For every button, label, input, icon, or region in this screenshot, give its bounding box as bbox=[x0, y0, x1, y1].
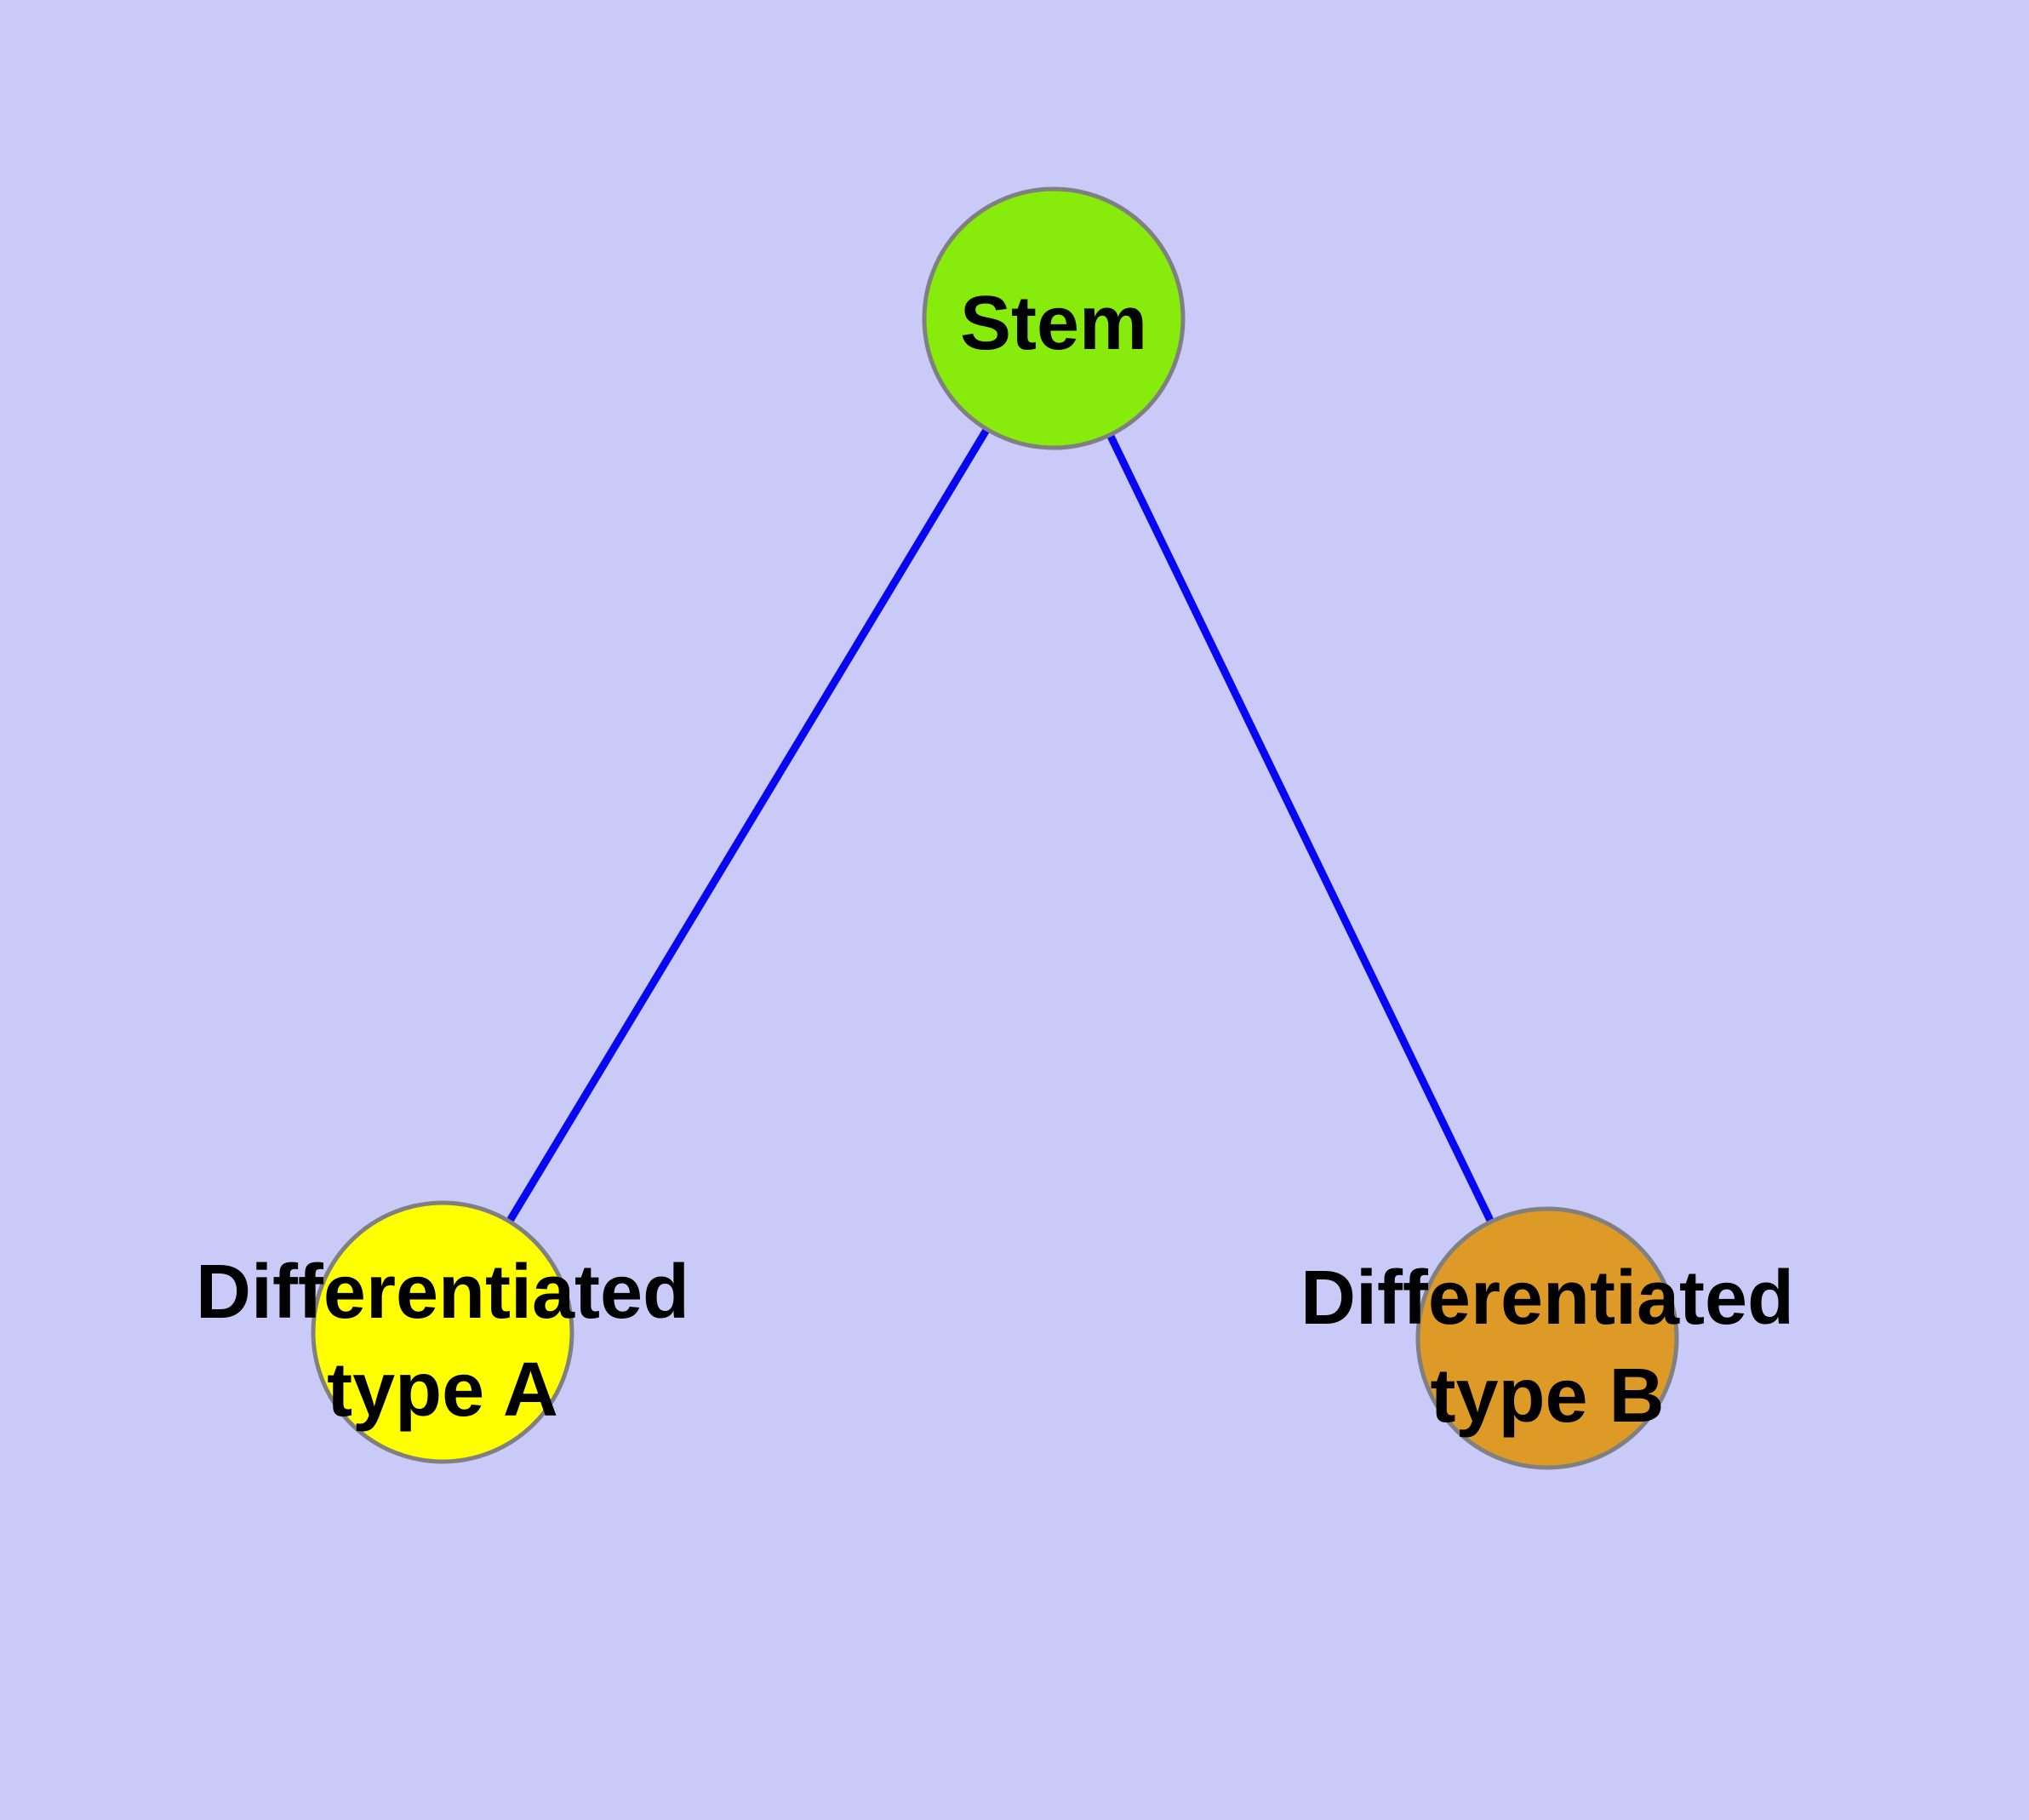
edge-stem-to-type-a bbox=[439, 316, 1057, 1335]
node-type-b-label-line1: Differentiated bbox=[1300, 1256, 1794, 1341]
node-type-b-label-line2: type B bbox=[1430, 1354, 1664, 1439]
node-differentiated-type-b bbox=[1415, 1206, 1679, 1470]
node-stem-label: Stem bbox=[960, 281, 1147, 366]
node-differentiated-type-a bbox=[311, 1200, 574, 1464]
node-stem bbox=[922, 186, 1186, 450]
node-type-a-label-line1: Differentiated bbox=[196, 1250, 689, 1335]
edge-stem-to-type-b bbox=[1049, 317, 1552, 1340]
node-type-a-label-line2: type A bbox=[327, 1348, 558, 1433]
